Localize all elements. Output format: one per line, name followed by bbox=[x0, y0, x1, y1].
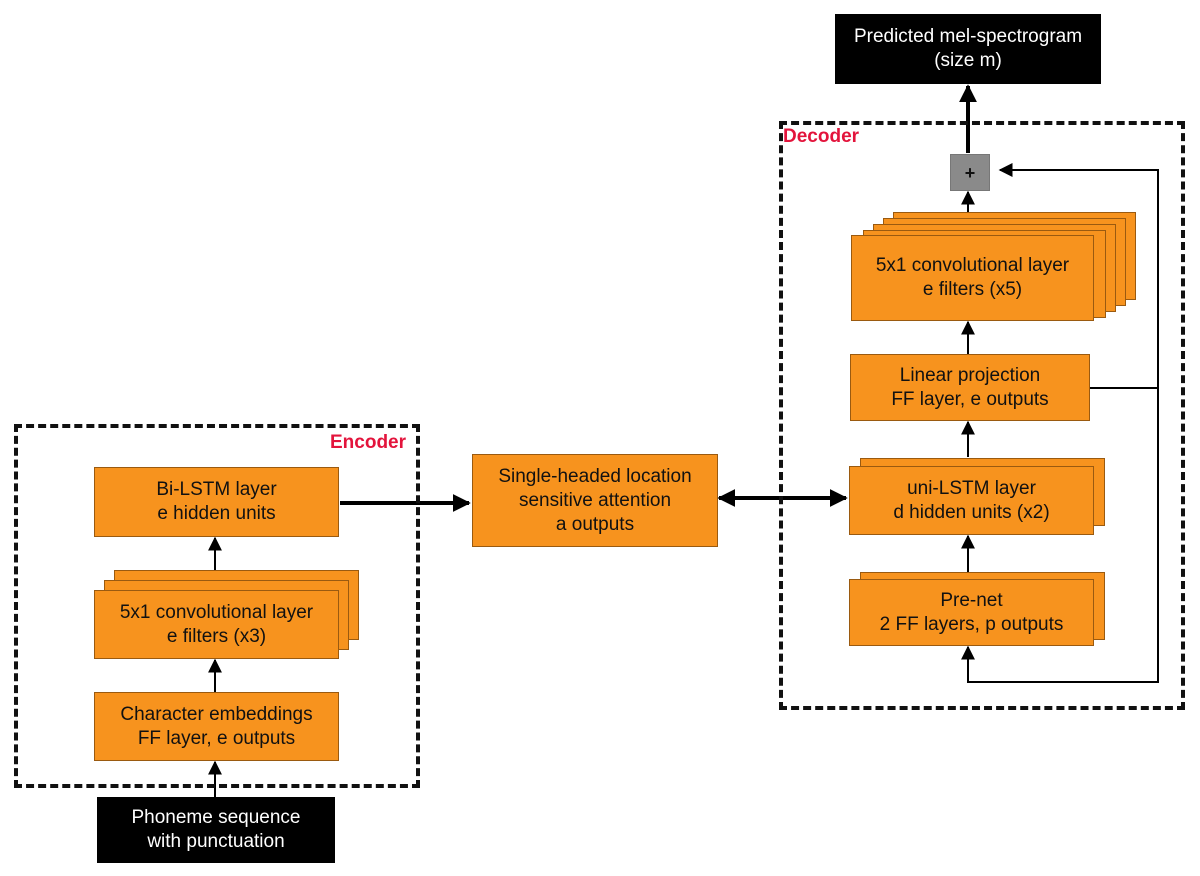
linear-projection-block: Linear projection FF layer, e outputs bbox=[850, 354, 1090, 421]
linear-line-1: Linear projection bbox=[899, 364, 1041, 386]
input-line-2: with punctuation bbox=[147, 831, 285, 852]
encoder-group bbox=[14, 424, 420, 788]
decoder-conv-block: 5x1 convolutional layer e filters (x5) bbox=[851, 235, 1094, 321]
mel-output-block: Predicted mel-spectrogram (size m) bbox=[835, 14, 1101, 84]
embeddings-line-2: FF layer, e outputs bbox=[137, 727, 296, 749]
unilstm-line-2: d hidden units (x2) bbox=[893, 501, 1050, 523]
attention-block: Single-headed location sensitive attenti… bbox=[472, 454, 718, 547]
input-line-1: Phoneme sequence bbox=[131, 807, 301, 828]
prenet-line-1: Pre-net bbox=[940, 589, 1003, 611]
attention-line-1: Single-headed location bbox=[498, 465, 692, 487]
sum-node: + bbox=[950, 154, 990, 191]
decoder-conv-line-2: e filters (x5) bbox=[922, 279, 1023, 300]
attention-line-3: a outputs bbox=[555, 513, 635, 535]
linear-line-2: FF layer, e outputs bbox=[891, 388, 1049, 410]
prenet-block: Pre-net 2 FF layers, p outputs bbox=[849, 579, 1094, 646]
decoder-label: Decoder bbox=[783, 126, 860, 147]
character-embeddings-block: Character embeddings FF layer, e outputs bbox=[94, 692, 339, 761]
bilstm-block: Bi-LSTM layer e hidden units bbox=[94, 467, 339, 537]
attention-line-2: sensitive attention bbox=[518, 489, 672, 511]
output-line-1: Predicted mel-spectrogram bbox=[853, 26, 1083, 47]
phoneme-input-block: Phoneme sequence with punctuation bbox=[97, 797, 335, 863]
embeddings-line-1: Character embeddings bbox=[120, 703, 313, 725]
encoder-conv-line-2: e filters (x3) bbox=[166, 625, 267, 647]
encoder-label: Encoder bbox=[330, 432, 407, 453]
bilstm-line-1: Bi-LSTM layer bbox=[156, 479, 277, 500]
decoder-group bbox=[779, 121, 1185, 710]
encoder-conv-block: 5x1 convolutional layer e filters (x3) bbox=[94, 590, 339, 659]
residual-linear-to-sum bbox=[998, 163, 1159, 389]
prenet-line-2: 2 FF layers, p outputs bbox=[879, 613, 1064, 635]
feedback-to-prenet bbox=[961, 388, 1159, 683]
output-line-2: (size m) bbox=[934, 50, 1002, 71]
bilstm-line-2: e hidden units bbox=[157, 503, 276, 524]
unilstm-line-1: uni-LSTM layer bbox=[907, 477, 1036, 499]
decoder-conv-line-1: 5x1 convolutional layer bbox=[875, 255, 1070, 276]
encoder-conv-line-1: 5x1 convolutional layer bbox=[119, 601, 314, 623]
unilstm-block: uni-LSTM layer d hidden units (x2) bbox=[849, 466, 1094, 535]
